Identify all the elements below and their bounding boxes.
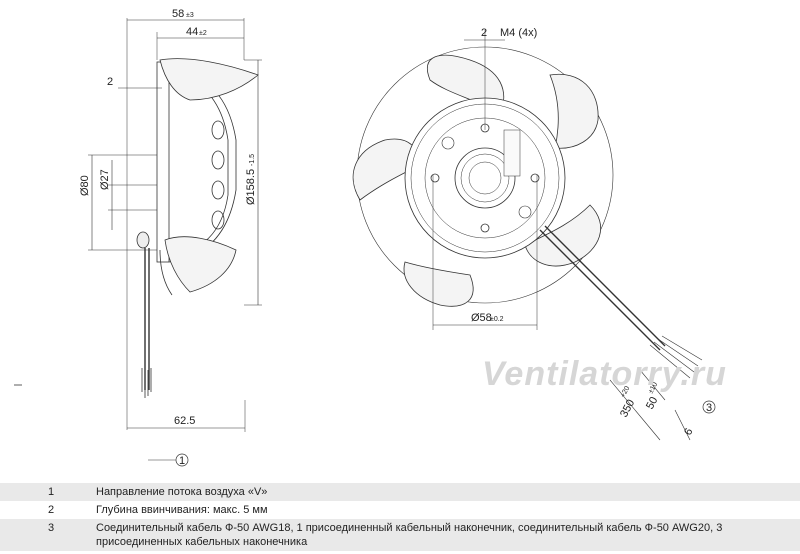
cable-350-tol: +20 bbox=[620, 385, 632, 399]
dim-158-tol: -1.5 bbox=[249, 154, 256, 166]
cable-50: 50 bbox=[644, 395, 660, 411]
dim-58: 58 bbox=[172, 8, 184, 20]
dim-58-tol: ±3 bbox=[186, 12, 194, 19]
dim-80: Ø80 bbox=[79, 175, 91, 196]
front-view bbox=[352, 30, 703, 441]
legend-row: 3 Соединительный кабель Ф-50 AWG18, 1 пр… bbox=[0, 519, 800, 551]
front-dim-2: 2 bbox=[481, 27, 487, 39]
side-view-labels: 58 ±3 44 ±2 2 Ø80 Ø27 Ø158.5 -1.5 62.5 1 bbox=[79, 8, 257, 467]
front-dim-58: Ø58 bbox=[471, 312, 492, 324]
front-dim-58-tol: ±0.2 bbox=[490, 316, 504, 323]
dim-27: Ø27 bbox=[99, 169, 111, 190]
dim-158: Ø158.5 bbox=[245, 169, 257, 205]
legend-num: 2 bbox=[48, 504, 55, 516]
dim-2: 2 bbox=[107, 76, 113, 88]
callout-3: 3 bbox=[706, 402, 712, 414]
dim-44-tol: ±2 bbox=[199, 30, 207, 37]
legend-num: 1 bbox=[0, 483, 90, 501]
legend-row: 2 Глубина ввинчивания: макс. 5 мм bbox=[0, 501, 800, 519]
callout-1: 1 bbox=[179, 455, 185, 467]
legend-row: 1 Направление потока воздуха «V» bbox=[0, 483, 800, 501]
dim-62: 62.5 bbox=[174, 415, 195, 427]
thread-m4: M4 (4x) bbox=[500, 27, 537, 39]
cable-50-tol: ±10 bbox=[648, 381, 660, 395]
legend-num: 3 bbox=[0, 519, 90, 551]
technical-drawing: 58 ±3 44 ±2 2 Ø80 Ø27 Ø158.5 -1.5 62.5 1 bbox=[14, 8, 727, 467]
front-dim-6: 6 bbox=[682, 426, 695, 437]
watermark: Ventilatorry.ru bbox=[482, 355, 727, 393]
legend-text: Направление потока воздуха «V» bbox=[90, 483, 800, 501]
cable-350: 350 bbox=[618, 398, 637, 420]
dim-44: 44 bbox=[186, 26, 198, 38]
legend-table: 1 Направление потока воздуха «V» 2 Глуби… bbox=[0, 483, 800, 551]
legend-text: Соединительный кабель Ф-50 AWG18, 1 прис… bbox=[90, 519, 800, 551]
hub-vent-holes bbox=[211, 120, 225, 230]
legend-text: Глубина ввинчивания: макс. 5 мм bbox=[96, 504, 268, 516]
side-view bbox=[14, 18, 262, 461]
